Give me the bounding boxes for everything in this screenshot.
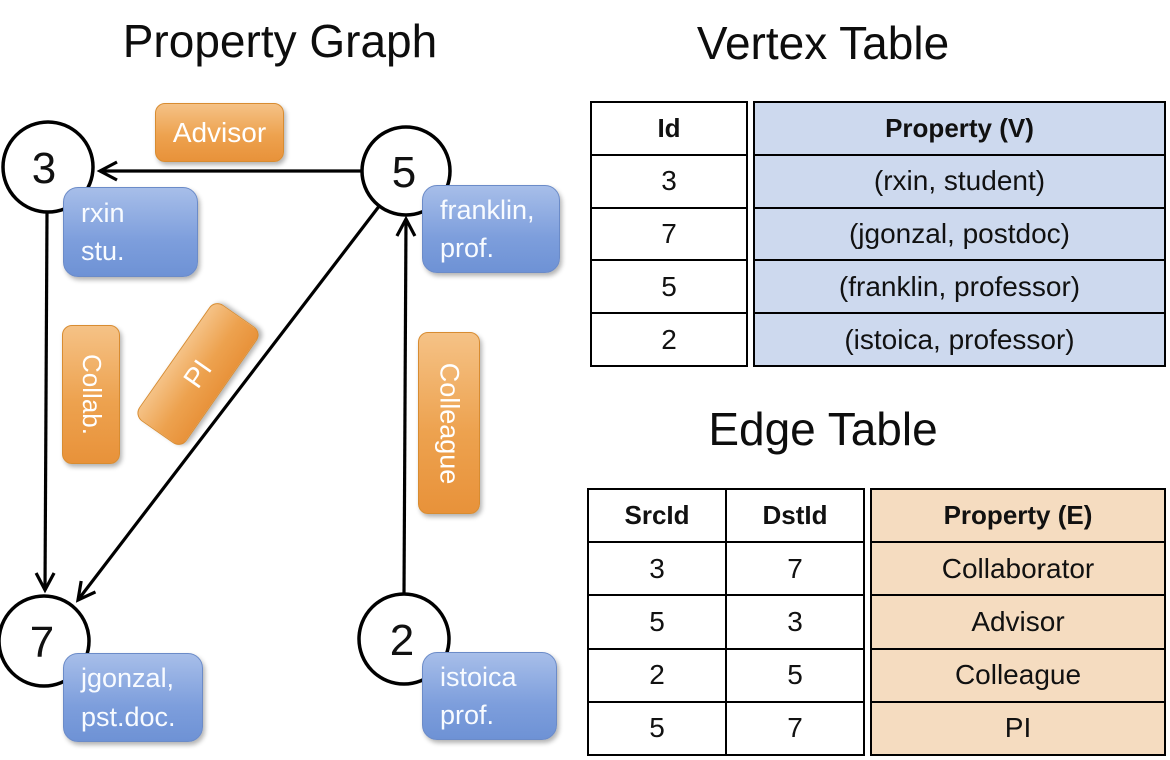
edge-srcid-cell: 5 [649,606,665,637]
vertex-prop-jgonzal-line2: pst.doc. [81,701,176,732]
vertex-table-header-id: Id [657,112,681,143]
vertex-id-cell: 3 [661,165,677,197]
vertex-id-cell: 7 [661,217,677,249]
table-row: 5 3 [589,594,863,648]
vertex-prop-franklin: franklin, prof. [422,185,560,273]
table-row: Advisor [872,594,1164,648]
vertex-table-header-property: Property (V) [755,103,1164,154]
vertex-property-cell: (jgonzal, postdoc) [755,208,1164,260]
edge-table-id-columns: SrcId DstId 3 7 5 3 2 5 5 7 [587,488,865,756]
table-row: 3 7 [589,541,863,595]
table-row: 2 [592,312,746,365]
vertex-prop-rxin-line2: stu. [81,236,125,266]
edge-table-property-column: Property (E) Collaborator Advisor Collea… [870,488,1166,756]
edge-dstid-cell: 7 [725,702,863,755]
vertex-prop-jgonzal: jgonzal, pst.doc. [63,653,203,742]
table-row: 2 5 [589,647,863,701]
vertex-id-cell: 2 [661,323,677,355]
table-row: 3 [592,153,746,207]
vertex-prop-franklin-line1: franklin, [440,194,535,225]
edge-label-colleague-text: Colleague [434,362,465,484]
vertex-prop-istoica-line2: prof. [440,700,495,730]
edge-label-advisor-text: Advisor [172,116,267,148]
edge-table-title: Edge Table [708,403,938,455]
edge-label-colleague: Colleague [418,332,480,514]
table-row: 5 7 [589,700,863,755]
edge-table-header-dstid: DstId [725,490,863,542]
vertex-table-property-column: Property (V) (rxin, student) (jgonzal, p… [753,101,1166,367]
vertex-prop-istoica-line1: istoica [440,661,517,692]
edge-dstid-cell: 5 [725,649,863,701]
vertex-table-id-column: Id 3 7 5 2 [590,101,748,367]
edge-dstid-cell: 3 [725,596,863,648]
table-row: 5 [592,259,746,312]
edge-srcid-cell: 2 [649,659,665,691]
vertex-id-cell: 5 [661,270,677,302]
property-graph-canvas: 3 5 7 2 [0,120,452,688]
vertex-prop-istoica: istoica prof. [422,652,557,740]
edge-dstid-cell: 7 [725,543,863,595]
edge-srcid-cell: 3 [649,552,665,584]
property-graph-title: Property Graph [122,15,438,67]
vertex-table-title: Vertex Table [696,17,950,69]
node-3-id: 3 [32,144,56,193]
table-row: (istoica, professor) [755,312,1164,365]
vertex-prop-jgonzal-line1: jgonzal, [81,663,175,694]
edge-table-header-property: Property (E) [872,490,1164,542]
vertex-property-cell: (istoica, professor) [755,314,1164,365]
table-row: Collaborator [872,541,1164,595]
node-2-id: 2 [390,616,414,665]
table-row: (rxin, student) [755,153,1164,207]
edge-2-to-5 [395,215,417,595]
edge-3-to-7 [34,212,56,594]
table-row: 7 [592,206,746,260]
node-5-id: 5 [392,148,416,197]
edge-label-pi-text: PI [177,353,218,394]
edge-property-cell: Advisor [872,596,1164,648]
table-row: (jgonzal, postdoc) [755,206,1164,260]
edge-label-collab: Collab. [62,325,120,464]
edge-label-collab-text: Collab. [76,354,107,435]
table-row: Colleague [872,647,1164,701]
vertex-property-cell: (franklin, professor) [755,261,1164,313]
edge-property-cell: Colleague [872,649,1164,701]
edge-label-advisor: Advisor [155,103,284,162]
node-7-id: 7 [30,618,54,667]
vertex-property-cell: (rxin, student) [755,155,1164,207]
edge-property-cell: PI [872,702,1164,755]
vertex-prop-rxin-line1: rxin [81,197,125,228]
edge-5-to-7 [75,204,382,603]
edge-table-header-srcid: SrcId [624,500,690,531]
table-row: PI [872,700,1164,755]
table-row: (franklin, professor) [755,259,1164,313]
vertex-prop-franklin-line2: prof. [440,233,495,263]
edge-property-cell: Collaborator [872,543,1164,595]
vertex-prop-rxin: rxin stu. [63,187,198,277]
edge-srcid-cell: 5 [649,712,665,744]
